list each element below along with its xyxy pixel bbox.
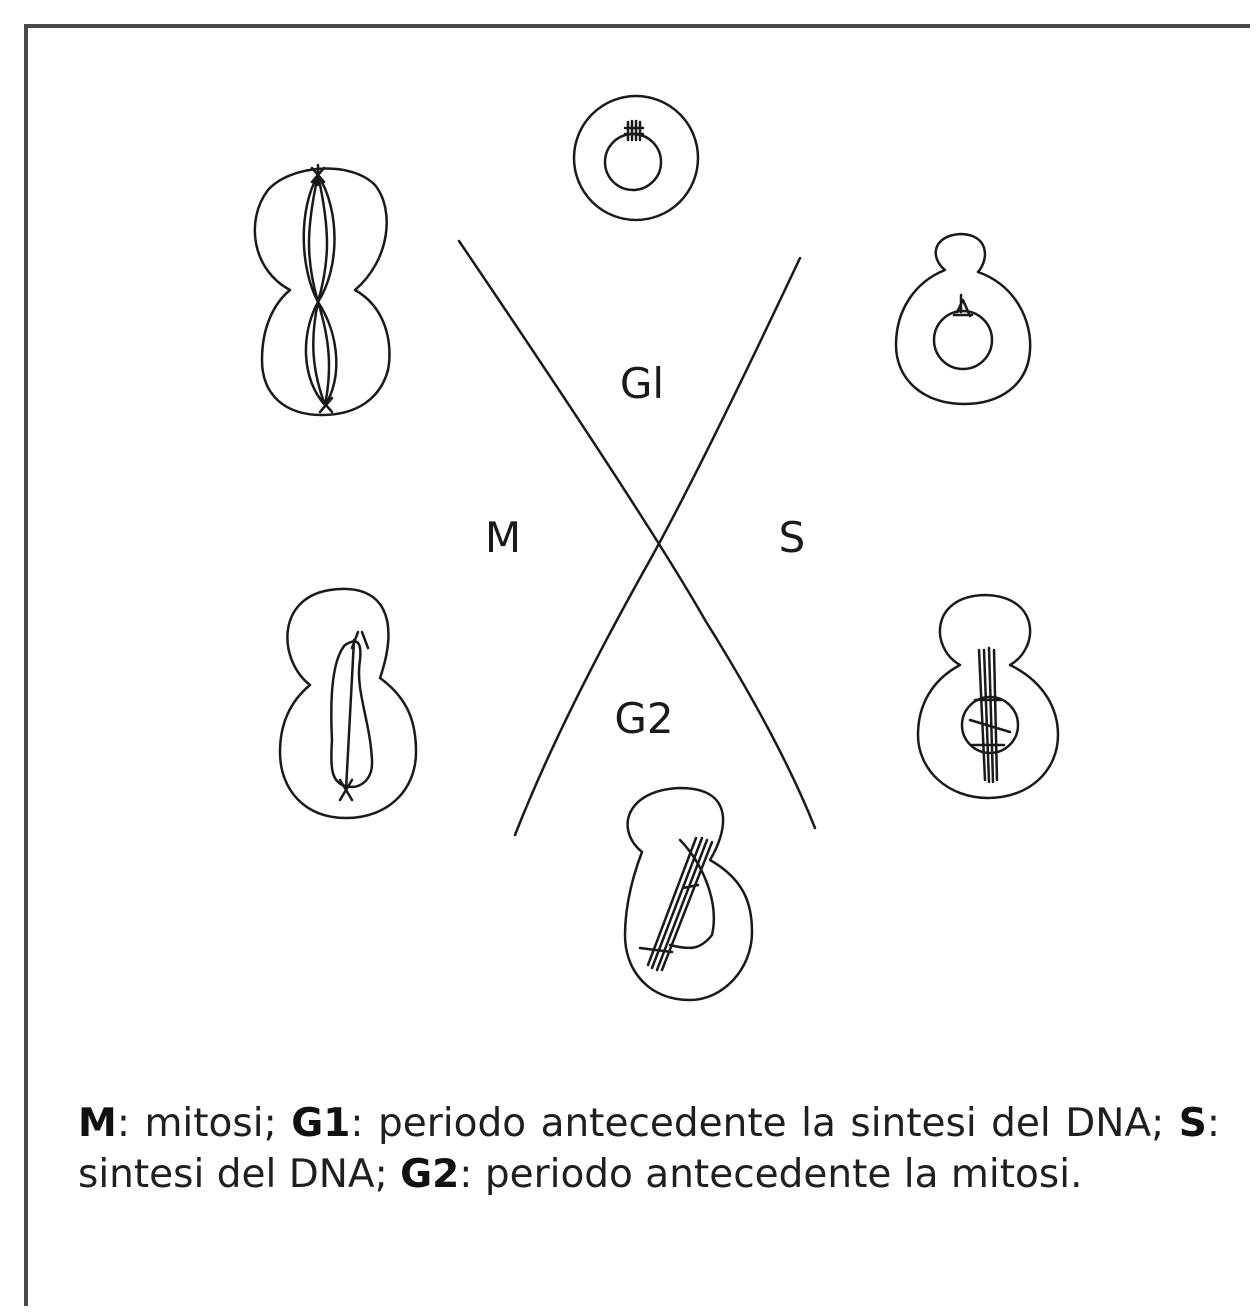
caption-text-m: : mitosi;	[116, 1101, 292, 1146]
caption-key-g1: G1	[291, 1101, 351, 1146]
phase-label-g1: Gl	[620, 359, 664, 408]
phase-label-s: S	[779, 513, 806, 562]
caption-key-g2: G2	[400, 1152, 460, 1197]
divider-line-right	[513, 256, 802, 837]
cell-g1	[572, 94, 700, 222]
divider-line-left	[457, 239, 817, 830]
phase-label-g2: G2	[614, 694, 673, 743]
caption-key-m: M	[78, 1101, 117, 1146]
caption-key-s: S	[1178, 1101, 1207, 1146]
caption-text-s: : sintesi del DNA;	[78, 1101, 1220, 1197]
caption-text-g2: : periodo antecedente la mitosi.	[459, 1152, 1083, 1197]
figure-frame	[24, 24, 1250, 1306]
phase-label-m: M	[485, 513, 521, 562]
cell-m-anaphase	[253, 163, 391, 417]
cell-cycle-diagram: Gl M S G2	[253, 94, 1060, 1002]
figure-caption: M: mitosi; G1: periodo antecedente la si…	[78, 1098, 1220, 1200]
cell-g2	[623, 786, 754, 1002]
cell-s-late	[916, 593, 1060, 800]
caption-text-g1: : periodo antecedente la sintesi del DNA…	[350, 1101, 1179, 1146]
cell-s-early	[894, 232, 1032, 406]
cell-m-prophase	[278, 587, 418, 820]
